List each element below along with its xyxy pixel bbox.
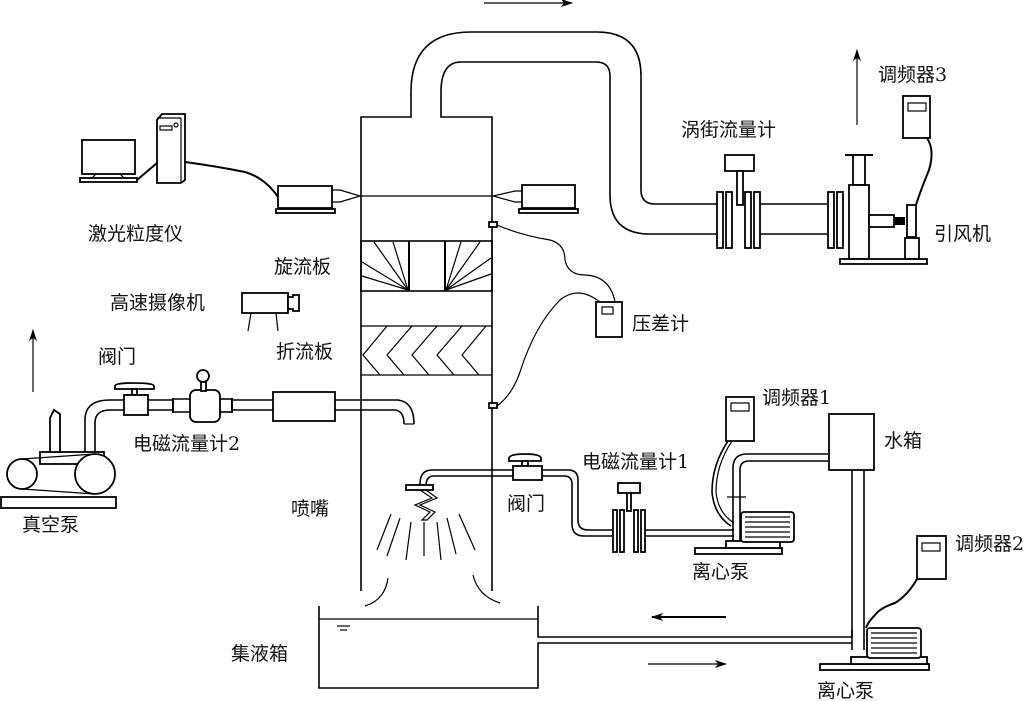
label-differential-pressure-gauge: 压差计 <box>632 313 689 335</box>
label-baffle-plate: 折流板 <box>276 341 333 363</box>
em-flowmeter-1 <box>612 482 734 553</box>
spray-pattern <box>364 513 501 607</box>
label-nozzle: 喷嘴 <box>291 498 329 520</box>
label-valve-top: 阀门 <box>98 346 136 368</box>
label-water-tank: 水箱 <box>884 430 922 452</box>
frequency-converter-2 <box>865 535 947 629</box>
collection-tank <box>318 606 853 689</box>
vacuum-pump <box>0 399 125 509</box>
label-frequency-converter-2: 调频器2 <box>955 533 1024 555</box>
label-valve-bottom: 阀门 <box>507 493 545 515</box>
induced-draft-fan <box>839 154 928 265</box>
label-centrifugal-pump-2: 离心泵 <box>817 680 874 701</box>
centrifugal-pump-2 <box>819 627 930 671</box>
label-centrifugal-pump-1: 离心泵 <box>692 561 749 583</box>
label-frequency-converter-1: 调频器1 <box>762 387 831 409</box>
em-flowmeter-2 <box>148 369 273 423</box>
label-em-flowmeter-2: 电磁流量计2 <box>133 433 240 455</box>
centrifugal-pump-1 <box>694 453 828 555</box>
baffle-plate <box>361 325 492 376</box>
nozzle <box>364 469 513 607</box>
frequency-converter-1 <box>711 396 755 527</box>
laser-particle-analyzer-computer <box>79 113 279 198</box>
differential-pressure-gauge <box>488 221 623 409</box>
water-tank <box>828 413 875 650</box>
valve-top <box>114 382 155 416</box>
spray-pipe-inlet <box>272 391 415 425</box>
scrubber-tower <box>360 92 493 591</box>
vortex-flowmeter <box>716 154 844 249</box>
labels: 激光粒度仪 旋流板 高速摄像机 折流板 阀门 电磁流量计2 真空泵 喷嘴 集液箱… <box>22 64 1024 701</box>
label-vortex-flowmeter: 涡街流量计 <box>681 119 776 141</box>
laser-receiver-right <box>492 184 579 214</box>
laser-emitter-left <box>275 185 363 214</box>
frequency-converter-3 <box>902 95 933 206</box>
label-frequency-converter-3: 调频器3 <box>878 64 947 86</box>
valve-bottom <box>508 453 543 481</box>
label-laser-particle-analyzer: 激光粒度仪 <box>88 223 183 245</box>
label-high-speed-camera: 高速摄像机 <box>110 292 205 314</box>
label-vacuum-pump: 真空泵 <box>22 514 79 536</box>
exhaust-duct <box>410 31 720 235</box>
label-swirl-plate: 旋流板 <box>274 256 331 278</box>
high-speed-camera <box>241 292 300 332</box>
water-supply-pipe <box>542 469 612 537</box>
label-collection-tank: 集液箱 <box>231 643 288 665</box>
swirl-plate <box>360 240 493 292</box>
label-em-flowmeter-1: 电磁流量计1 <box>582 451 689 473</box>
label-induced-draft-fan: 引风机 <box>934 223 991 245</box>
